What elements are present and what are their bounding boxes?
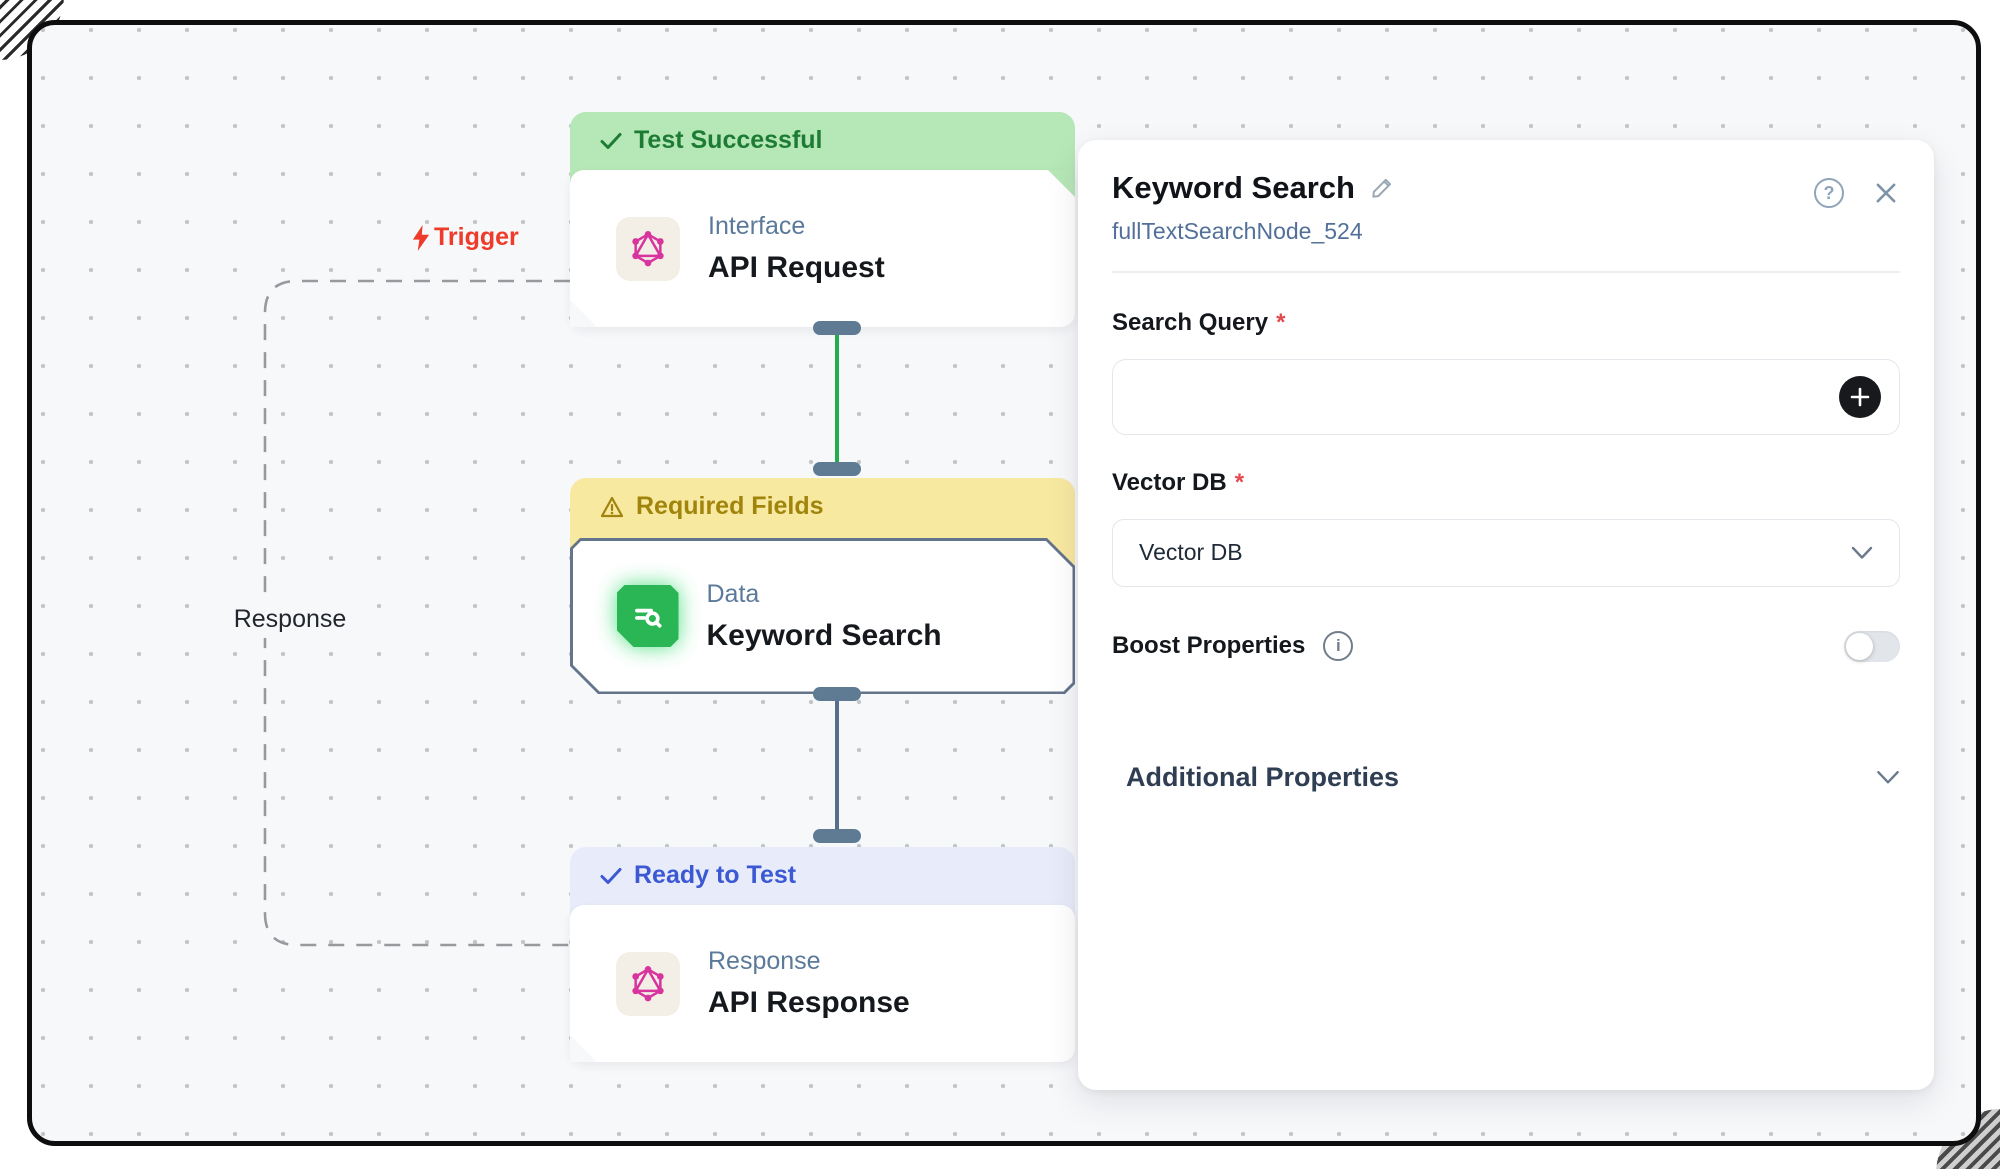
- node-texts: Response API Response: [708, 947, 910, 1020]
- divider: [1112, 271, 1900, 273]
- panel-title: Keyword Search: [1112, 170, 1355, 205]
- vector-db-selected-value: Vector DB: [1139, 539, 1243, 565]
- target-handle[interactable]: [813, 829, 861, 843]
- node-config-panel: Keyword Search fullTextSearchNode_524 ?: [1078, 140, 1934, 1090]
- lightning-icon: [412, 224, 430, 251]
- node-category: Interface: [708, 212, 806, 240]
- node-keyword-search[interactable]: Required Fields: [570, 478, 1075, 696]
- node-card[interactable]: Response API Response: [570, 905, 1075, 1062]
- boost-properties-toggle[interactable]: [1844, 630, 1900, 662]
- toggle-knob: [1846, 632, 1873, 660]
- vector-db-select[interactable]: Vector DB: [1112, 518, 1900, 587]
- chevron-down-icon: [1851, 546, 1873, 559]
- required-asterisk: *: [1234, 468, 1245, 496]
- bevel-corner: [570, 1035, 597, 1062]
- graphql-icon: [616, 951, 680, 1016]
- search-query-input[interactable]: [1113, 359, 1899, 434]
- node-title: API Request: [708, 251, 885, 284]
- node-texts: Data Keyword Search: [707, 580, 942, 653]
- list-search-icon: [617, 585, 679, 647]
- required-asterisk: *: [1276, 308, 1286, 336]
- edit-pencil-icon[interactable]: [1369, 175, 1395, 201]
- search-query-label: Search Query *: [1112, 308, 1286, 336]
- search-query-field[interactable]: [1112, 358, 1900, 435]
- plus-icon: [1850, 387, 1870, 406]
- source-handle[interactable]: [813, 321, 861, 335]
- check-icon: [600, 132, 622, 149]
- trigger-label: Trigger: [410, 223, 519, 252]
- node-id: fullTextSearchNode_524: [1112, 218, 1363, 244]
- node-title: Keyword Search: [706, 618, 942, 652]
- chevron-down-icon[interactable]: [1876, 770, 1900, 785]
- node-api-response[interactable]: Ready to Test: [570, 847, 1075, 1065]
- node-category: Response: [708, 947, 821, 975]
- bevel-corner: [1048, 170, 1075, 197]
- additional-properties-label: Additional Properties: [1126, 761, 1400, 792]
- boost-properties-label: Boost Properties: [1112, 632, 1306, 659]
- check-icon: [600, 867, 622, 884]
- graphql-icon: [616, 216, 680, 281]
- help-button[interactable]: ?: [1814, 178, 1844, 208]
- node-category: Data: [706, 579, 760, 608]
- close-icon[interactable]: [1872, 179, 1900, 207]
- node-texts: Interface API Request: [708, 212, 885, 285]
- response-edge-label: Response: [210, 601, 370, 638]
- panel-header-left: Keyword Search fullTextSearchNode_524: [1112, 170, 1395, 245]
- source-handle[interactable]: [813, 687, 861, 701]
- target-handle[interactable]: [813, 462, 861, 476]
- edge-pending: [835, 697, 839, 833]
- node-title: API Response: [708, 986, 910, 1019]
- bevel-corner: [570, 300, 597, 327]
- info-icon[interactable]: i: [1323, 631, 1354, 661]
- node-card-selected[interactable]: Data Keyword Search: [570, 538, 1075, 694]
- warning-icon: [600, 496, 624, 517]
- edge-success: [835, 330, 839, 466]
- vector-db-label: Vector DB *: [1112, 468, 1245, 496]
- add-variable-button[interactable]: [1839, 375, 1881, 418]
- node-card[interactable]: Interface API Request: [570, 170, 1075, 327]
- node-api-request[interactable]: Test Successful: [570, 112, 1075, 328]
